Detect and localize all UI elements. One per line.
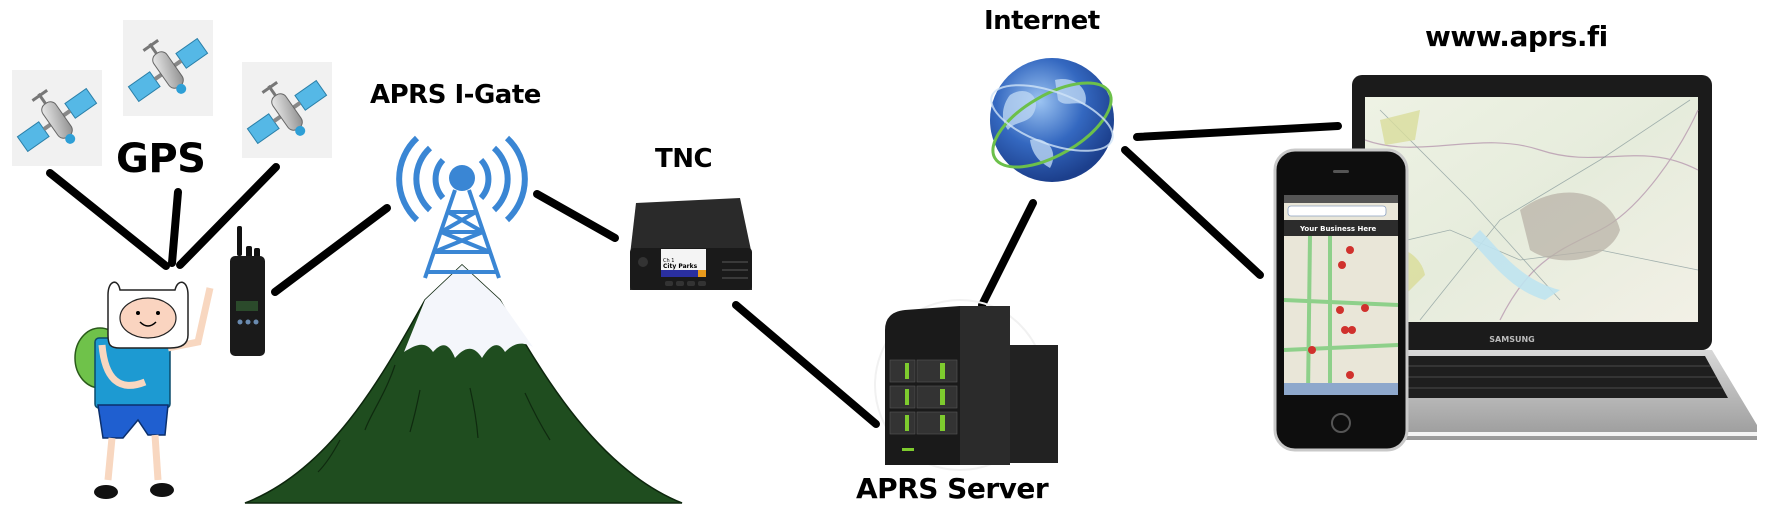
connector-tnc-server: [732, 301, 880, 428]
igate-tower-icon: [396, 135, 528, 279]
satellite-icon: [232, 60, 339, 161]
label-internet: Internet: [984, 6, 1100, 36]
hiker-icon: [74, 281, 214, 499]
label-gps: GPS: [116, 136, 206, 182]
internet-globe-icon: [990, 58, 1114, 182]
label-server: APRS Server: [856, 472, 1049, 505]
handheld-radio-icon: [230, 226, 265, 356]
phone-banner: Your Business Here: [1299, 225, 1377, 233]
connector-internet-phone: [1121, 146, 1264, 279]
laptop-brand: SAMSUNG: [1489, 335, 1534, 344]
tnc-channel: Ch 1: [663, 258, 674, 264]
connector-igate-tnc: [533, 190, 619, 242]
connector-radio-igate: [271, 204, 391, 296]
satellite-icon: [113, 18, 220, 119]
aprs-server-icon: [874, 299, 1058, 471]
label-igate: APRS I-Gate: [370, 80, 541, 110]
connector-sat1-hiker: [46, 169, 170, 270]
connector-server-internet: [978, 199, 1037, 309]
connector-sat3-hiker: [176, 163, 280, 269]
connectors: [46, 122, 1342, 428]
mountain-icon: [244, 263, 683, 504]
connector-sat2-hiker: [168, 188, 182, 267]
label-website: www.aprs.fi: [1425, 20, 1608, 53]
label-tnc: TNC: [655, 144, 713, 174]
tnc-radio-icon: Ch 1 City Parks: [630, 198, 752, 290]
connector-internet-laptop: [1133, 122, 1342, 141]
smartphone-icon: Your Business Here: [1273, 148, 1409, 452]
satellite-icon: [2, 68, 109, 169]
laptop-icon: SAMSUNG: [1352, 75, 1757, 440]
tnc-zone: City Parks: [663, 263, 698, 270]
